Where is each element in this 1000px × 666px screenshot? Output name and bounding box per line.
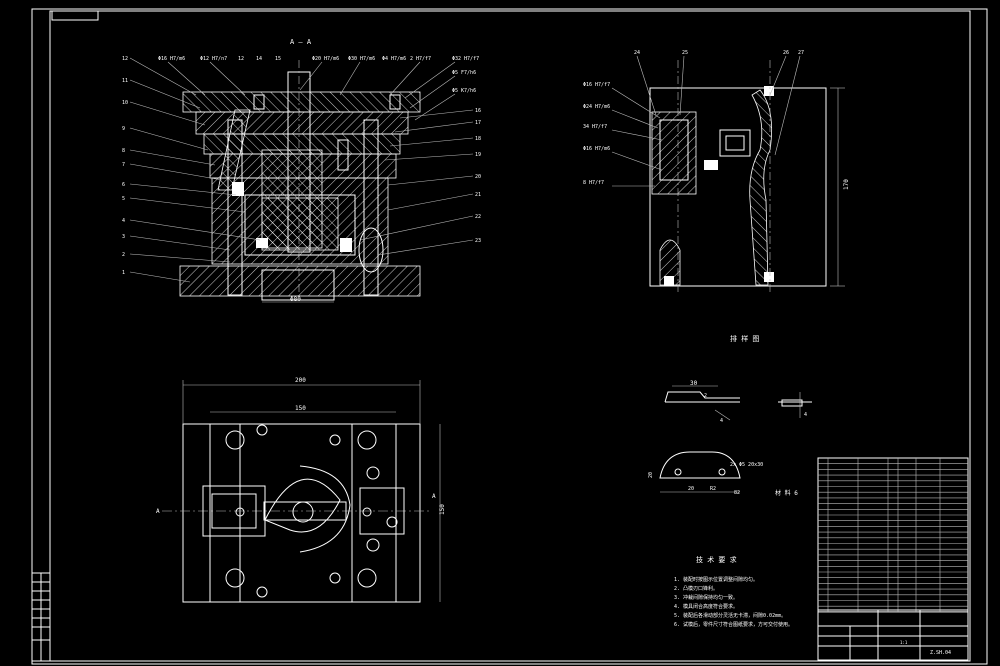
fit-label: Φ16 H7/m6 bbox=[583, 146, 610, 152]
balloon: 9 bbox=[122, 126, 125, 132]
fit-label: Φ4 H7/m6 bbox=[382, 56, 406, 62]
balloon: 1 bbox=[122, 270, 125, 276]
layout-diagram-label: 排 样 图 bbox=[730, 334, 759, 343]
section-fits-top: Φ16 H7/m6 Φ12 H7/n7 12 14 15 Φ20 H7/m6 Φ… bbox=[158, 56, 479, 121]
fit-label: Φ12 H7/n7 bbox=[200, 56, 227, 62]
fit-label: Φ16 H7/m6 bbox=[158, 56, 185, 62]
height-dimension: 170 bbox=[843, 179, 850, 190]
balloon: 12 bbox=[122, 56, 128, 62]
fit-label: Φ16 H7/f7 bbox=[583, 82, 610, 88]
fit-label: Φ5 F7/h6 bbox=[452, 70, 476, 76]
base-dimension: Φ80 bbox=[290, 296, 301, 303]
balloon: 3 bbox=[122, 234, 125, 240]
detail2-dim: 4 bbox=[804, 412, 807, 418]
material-note: 材 料 6 bbox=[775, 489, 798, 497]
note-line: 6. 试模后，零件尺寸符合图纸要求，方可交付使用。 bbox=[674, 621, 793, 628]
balloon: 17 bbox=[475, 120, 481, 126]
side-view-labels: 24 25 26 27 Φ16 H7/f7 Φ24 H7/m6 34 H7/f7… bbox=[583, 50, 804, 187]
balloon: 10 bbox=[122, 100, 128, 106]
detail3-width: 20 bbox=[688, 486, 694, 492]
detail-dim-a: 2 bbox=[704, 393, 707, 399]
section-left-balloons: 12 11 10 9 8 7 6 5 4 3 2 1 bbox=[122, 56, 261, 283]
note-line: 1. 装配时按图示位置调整间隙均匀。 bbox=[674, 576, 758, 583]
section-marker-right: A bbox=[432, 493, 436, 500]
detail3-side: 82 bbox=[734, 490, 740, 496]
balloon: 7 bbox=[122, 162, 125, 168]
section-right-balloons: 16 17 18 19 20 21 22 23 bbox=[359, 108, 481, 256]
balloon: 21 bbox=[475, 192, 481, 198]
detail-part-3: 2x Φ5 20x30 20 R2 20 82 bbox=[648, 451, 763, 496]
fit-label: 2 H7/f7 bbox=[410, 56, 431, 62]
fit-label: 12 bbox=[238, 56, 244, 62]
plan-view: 200 150 150 A A bbox=[156, 377, 446, 603]
detail3-radius: R2 bbox=[710, 486, 716, 492]
fit-label: Φ30 H7/m6 bbox=[348, 56, 375, 62]
notes-heading: 技 术 要 求 bbox=[696, 555, 737, 564]
note-line: 2. 凸模刃口锋利。 bbox=[674, 585, 718, 592]
section-title: A — A bbox=[290, 38, 312, 46]
balloon: 4 bbox=[122, 218, 125, 224]
detail-width: 30 bbox=[690, 380, 698, 387]
balloon: 25 bbox=[682, 50, 688, 56]
fit-label: Φ20 H7/m6 bbox=[312, 56, 339, 62]
fit-label: 34 H7/f7 bbox=[583, 124, 607, 130]
detail3-height: 20 bbox=[648, 472, 654, 478]
balloon: 23 bbox=[475, 238, 481, 244]
section-view: A — A Φ80 bbox=[179, 38, 421, 303]
balloon: 2 bbox=[122, 252, 125, 258]
balloon: 19 bbox=[475, 152, 481, 158]
detail-part-1: 30 2 4 bbox=[664, 380, 740, 424]
fit-label: Φ5 K7/h6 bbox=[452, 88, 476, 94]
balloon: 11 bbox=[122, 78, 128, 84]
fit-label: Φ24 H7/m6 bbox=[583, 104, 610, 110]
balloon: 6 bbox=[122, 182, 125, 188]
balloon: 18 bbox=[475, 136, 481, 142]
balloon: 20 bbox=[475, 174, 481, 180]
fit-label: 15 bbox=[275, 56, 281, 62]
fit-label: Φ32 H7/f7 bbox=[452, 56, 479, 62]
note-line: 3. 冲裁间隙保持均匀一致。 bbox=[674, 594, 738, 601]
fit-label: 8 H7/f7 bbox=[583, 180, 604, 186]
balloon: 27 bbox=[798, 50, 804, 56]
balloon: 26 bbox=[783, 50, 789, 56]
bill-of-materials bbox=[817, 457, 969, 613]
detail3-label: 2x Φ5 20x30 bbox=[730, 462, 763, 468]
balloon: 8 bbox=[122, 148, 125, 154]
section-marker-left: A bbox=[156, 508, 160, 515]
technical-notes: 技 术 要 求 1. 装配时按图示位置调整间隙均匀。 2. 凸模刃口锋利。 3.… bbox=[674, 555, 793, 628]
drawing-frame bbox=[31, 8, 988, 665]
plan-height-dimension: 150 bbox=[439, 504, 446, 515]
balloon: 24 bbox=[634, 50, 640, 56]
title-block: 1:1 Z.SH.04 bbox=[817, 609, 969, 661]
drawing-scale: 1:1 bbox=[900, 640, 908, 645]
detail-dim-b: 4 bbox=[720, 418, 723, 424]
balloon: 16 bbox=[475, 108, 481, 114]
bom-frame bbox=[817, 457, 969, 613]
side-view: 170 bbox=[649, 60, 850, 295]
balloon: 5 bbox=[122, 196, 125, 202]
fit-label: 14 bbox=[256, 56, 262, 62]
note-line: 4. 模具闭合高度符合要求。 bbox=[674, 603, 738, 610]
balloon: 22 bbox=[475, 214, 481, 220]
detail-part-2: 4 bbox=[778, 392, 812, 418]
note-line: 5. 装配后各滑动部分灵活无卡滞，间隙0.02mm。 bbox=[674, 612, 786, 619]
plan-inner-dimension: 150 bbox=[295, 405, 306, 412]
plan-width-dimension: 200 bbox=[295, 377, 306, 384]
drawing-number: Z.SH.04 bbox=[930, 650, 951, 656]
